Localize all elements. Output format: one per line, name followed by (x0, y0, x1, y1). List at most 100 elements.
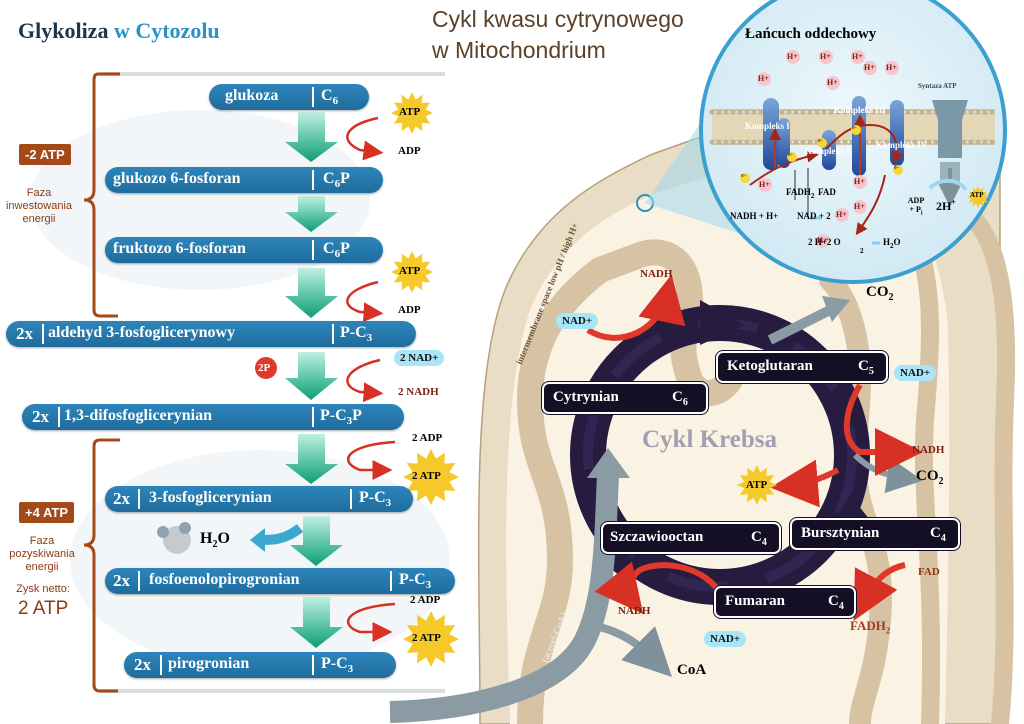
lipid-head (919, 109, 925, 115)
step-formula: P-C3 (321, 655, 353, 675)
node-name: Szczawiooctan (610, 529, 704, 545)
net-gain-label: Zysk netto: (16, 583, 70, 595)
water-h: H (200, 530, 213, 547)
lipid-head (723, 109, 729, 115)
nadh-label-top: NADH (640, 268, 673, 280)
step-multiplier: 2x (113, 571, 130, 590)
atp-label-4: 2 ATP (412, 632, 441, 644)
lipid-head (751, 139, 757, 145)
step-formula: C6P (323, 240, 350, 260)
lipid-head (989, 139, 995, 145)
step-divider (312, 87, 314, 107)
node-carbon: C4 (930, 525, 946, 544)
step-divider (312, 655, 314, 675)
formula-sub: 3 (347, 663, 354, 676)
step-multiplier: 2x (32, 407, 49, 426)
node-c-sub: 6 (682, 397, 688, 408)
co2-top-arrowhead (822, 296, 850, 322)
node-c-sub: 4 (838, 601, 844, 612)
lipid-head (961, 139, 967, 145)
step-divider (138, 489, 140, 509)
formula-sub: 3 (425, 579, 432, 592)
lipid-head (723, 139, 729, 145)
atp-star-4 (403, 611, 459, 667)
water-sub: 2 (212, 539, 218, 551)
glycolysis-step-glukozo-6-fosforan: glukozo 6-fosforan C6P (105, 167, 383, 193)
water-o: O (217, 530, 230, 547)
nadh-label-bottom: NADH (618, 605, 651, 617)
node-c-sub: 5 (868, 366, 874, 377)
payoff-atp-badge: +4 ATP (19, 502, 74, 523)
krebs-node-bursztynian: Bursztynian C4 (792, 520, 958, 548)
atp-star-etc (967, 186, 989, 208)
electron-label: e- (852, 125, 857, 131)
water-molecule-icon (157, 522, 191, 554)
co2-label-top: CO2 (866, 284, 894, 303)
node-c: C (672, 389, 683, 405)
lipid-head (842, 109, 848, 115)
electron-label: e- (788, 152, 793, 158)
formula-main: C (323, 240, 335, 257)
etc-fadh2-sub: 2 (810, 191, 815, 200)
lipid-head (744, 109, 750, 115)
lipid-head (982, 109, 988, 115)
coa-arrow (589, 621, 672, 677)
h-plus-dot (816, 234, 830, 248)
lipid-head (814, 109, 820, 115)
h-plus-label: H+ (817, 236, 828, 245)
etc-2h-sup: + (951, 198, 956, 207)
adp-label-4: 2 ADP (410, 594, 441, 606)
lipid-head (807, 109, 813, 115)
lipid-head (800, 139, 806, 145)
lipid-head (779, 109, 785, 115)
step-name: fosfoenolopirogronian (149, 571, 300, 588)
etc-fadh2: FADH2 (786, 187, 814, 200)
h-plus-label: H+ (836, 210, 847, 219)
co2-label-right: CO2 (916, 468, 944, 487)
lipid-head (730, 139, 736, 145)
h-plus-label: H+ (886, 63, 897, 72)
kompleks-4-label: Kompleks IV (876, 140, 928, 150)
lipid-head (870, 139, 876, 145)
atp-star-krebs (737, 465, 777, 505)
etc-nad-2: NAD + 2 (797, 211, 831, 221)
h-plus-label: H+ (787, 52, 798, 61)
payoff-bracket (83, 438, 120, 693)
etc-fad: FAD (818, 187, 836, 197)
nad-plus-pill-glycolysis: 2 NAD+ (394, 350, 445, 366)
net-gain-value: 2 ATP (18, 598, 69, 619)
krebs-node-fumaran: Fumaran C4 (716, 588, 854, 616)
etc-pi-sub: i (920, 210, 923, 217)
etc-water-o: O (893, 237, 901, 247)
payoff-label: Faza pozyskiwania energii (6, 535, 78, 574)
formula-main: P-C (340, 324, 367, 341)
h-plus-label: H+ (854, 202, 865, 211)
lipid-head (919, 139, 925, 145)
co2-main: CO (866, 284, 889, 300)
nad-plus-pill-right: NAD+ (894, 365, 937, 381)
phosphate-label: 2P (258, 362, 271, 374)
coa-label: CoA (677, 662, 707, 678)
lipid-head (730, 109, 736, 115)
node-c: C (930, 525, 941, 541)
formula-sub: 3 (385, 497, 392, 510)
lipid-head (716, 109, 722, 115)
kompleks-3-label: Kompleks III (834, 105, 886, 115)
h-plus-dots (757, 50, 899, 248)
lipid-head (933, 139, 939, 145)
h-plus-dot (826, 76, 840, 90)
fadh2-label: FADH2 (850, 618, 890, 636)
atp-star-3 (403, 449, 459, 505)
step-divider (58, 407, 60, 427)
node-c: C (751, 529, 762, 545)
node-name: Bursztynian (801, 525, 880, 541)
lipid-head (975, 139, 981, 145)
step-divider (138, 571, 140, 591)
invest-label: Faza inwestowania energii (4, 187, 74, 226)
krebs-red-arrows (586, 274, 923, 621)
lipid-head (835, 109, 841, 115)
formula-sub: 6 (334, 248, 341, 261)
krebs-title-line2: w Mitochondrium (432, 37, 606, 63)
glycolysis-guide-lines (100, 72, 445, 693)
